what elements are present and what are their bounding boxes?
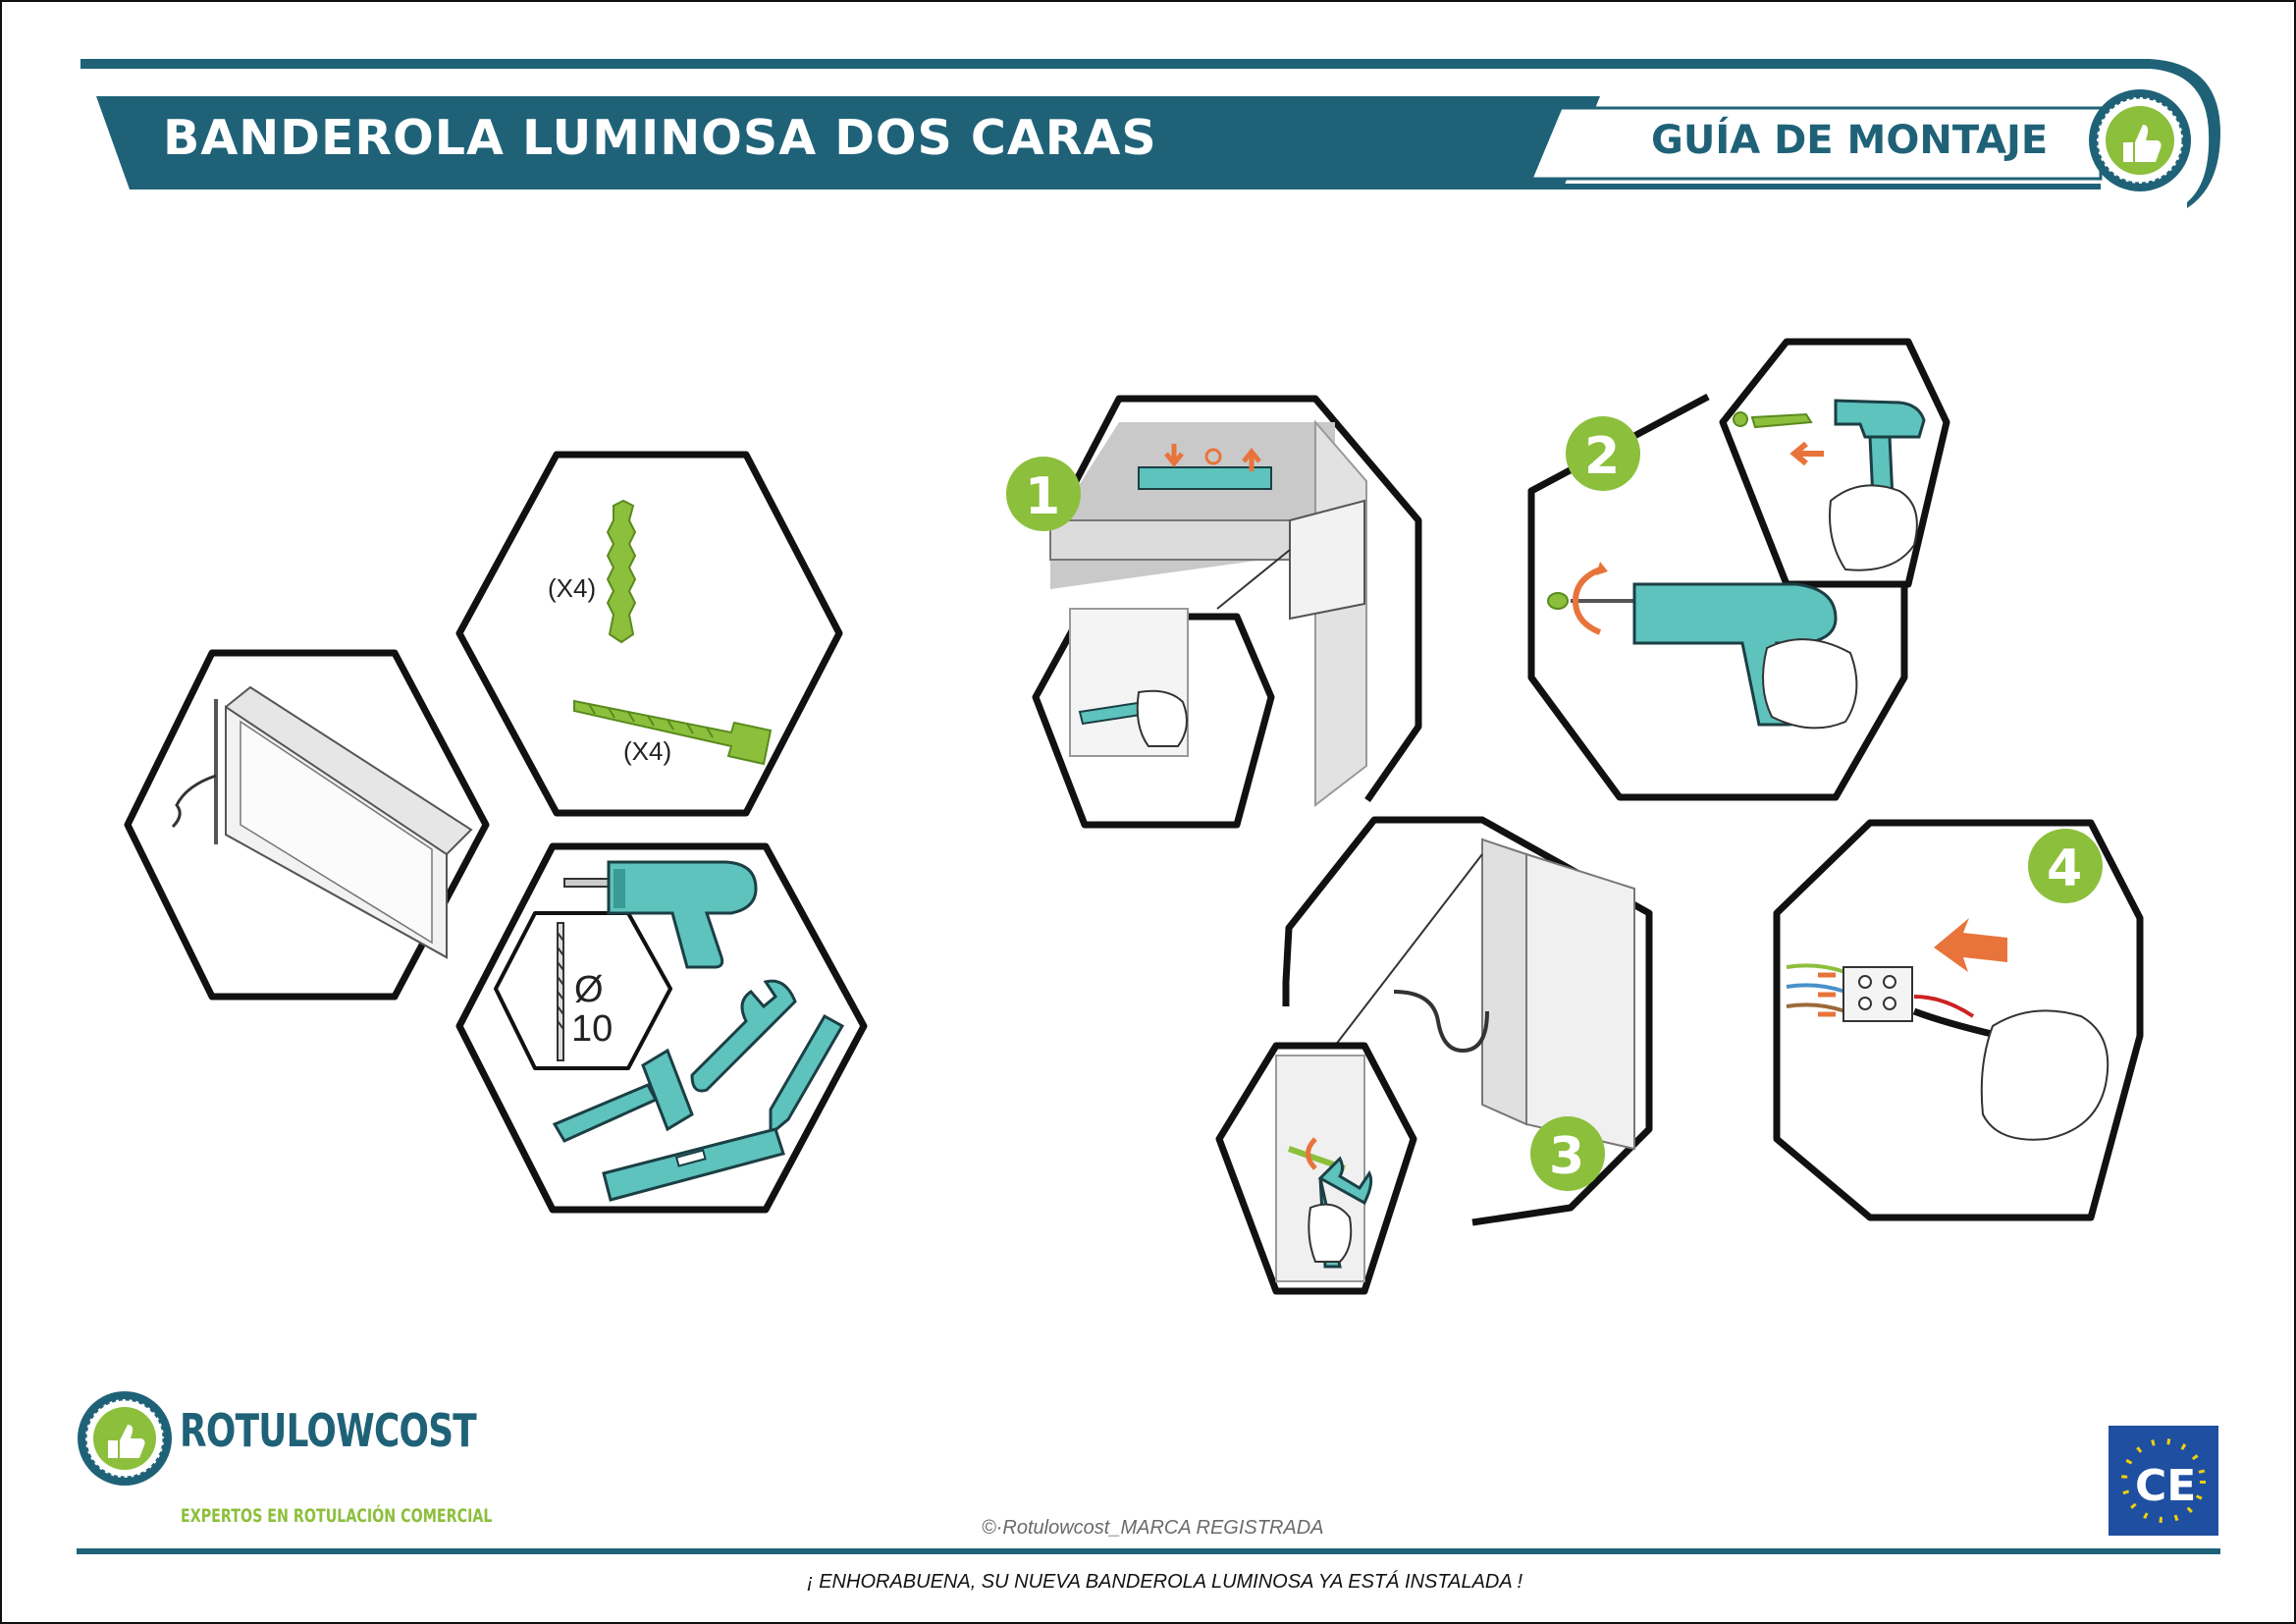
copyright-notice: ©·Rotulowcost_MARCA REGISTRADA [982, 1517, 1324, 1539]
drill-icon [563, 860, 758, 969]
sign-box-hexagon [124, 649, 490, 1001]
screw-quantity: (X4) [623, 736, 671, 766]
step-2-hammer-icon [1829, 399, 1926, 571]
step-3-number: 3 [1549, 1127, 1584, 1186]
step-2-drill-icon [1547, 562, 1858, 730]
level-icon [602, 1127, 785, 1202]
page-title: BANDEROLA LUMINOSA DOS CARAS [163, 110, 1157, 166]
screw-icon [573, 699, 773, 766]
header-banner [80, 59, 2220, 208]
step-2-panel[interactable]: 2 [1527, 338, 1950, 801]
step-3-panel[interactable]: 3 [1215, 816, 1653, 1295]
step-2-number: 2 [1584, 427, 1620, 486]
wrench-icon [690, 979, 797, 1093]
step-4-panel[interactable]: 4 [1773, 819, 2144, 1221]
drill-bit-diameter: 10 [571, 1008, 613, 1050]
wall-anchor-icon [606, 499, 637, 644]
step-1-number: 1 [1025, 467, 1060, 526]
tools-hexagon: Ø 10 [455, 842, 868, 1214]
hardware-hexagon: (X4) (X4) [455, 451, 843, 817]
brand-name: ROTULOWCOST [180, 1404, 477, 1457]
ce-label: CE [2135, 1461, 2196, 1511]
brand-logo [78, 1391, 172, 1486]
diameter-symbol: Ø [574, 969, 604, 1010]
brand-tagline: EXPERTOS EN ROTULACIÓN COMERCIAL [181, 1505, 493, 1527]
header-badge-thumbs-up-icon [2089, 89, 2191, 191]
completion-message: ¡ ENHORABUENA, SU NUEVA BANDEROLA LUMINO… [807, 1571, 1523, 1593]
step-1-panel[interactable]: 1 [1006, 395, 1422, 829]
drill-bit-icon [557, 922, 564, 1061]
anchor-quantity: (X4) [548, 573, 596, 603]
hammer-icon [552, 1048, 694, 1143]
guide-label: GUÍA DE MONTAJE [1651, 118, 2049, 163]
step-4-number: 4 [2047, 839, 2082, 898]
ce-mark: CE [2109, 1426, 2218, 1536]
